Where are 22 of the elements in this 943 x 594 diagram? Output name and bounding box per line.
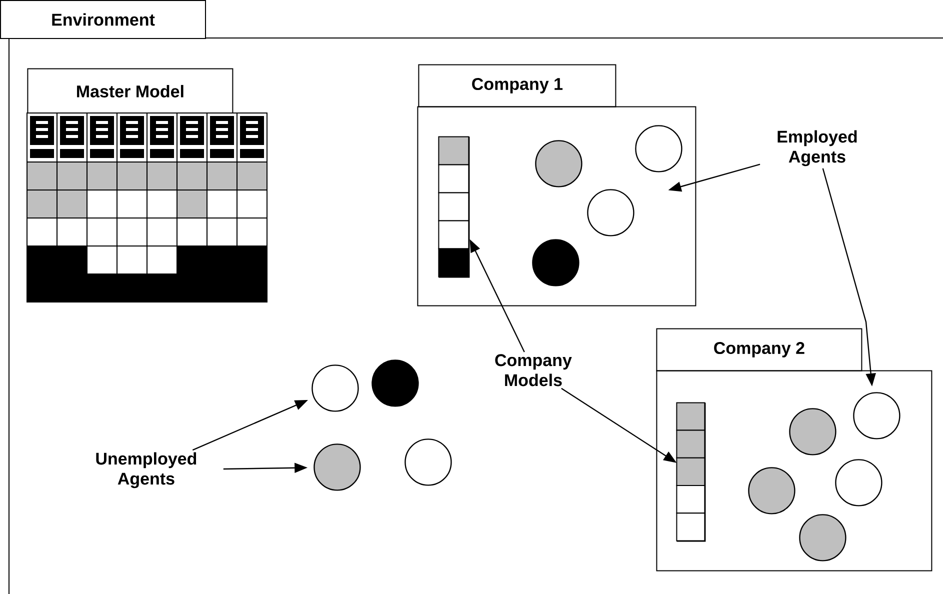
- company-box: [417, 106, 696, 306]
- annotation-text: Company Models: [495, 354, 572, 386]
- company-box: [656, 370, 932, 572]
- agent-circle: [635, 125, 682, 172]
- agent-circle: [835, 459, 882, 506]
- agent-circle: [853, 392, 900, 440]
- annotation-text: Employed Agents: [778, 130, 857, 166]
- agent-circle: [535, 140, 582, 188]
- agent-circle: [587, 189, 634, 236]
- agent-circle: [789, 408, 836, 456]
- agent-circle: [314, 444, 361, 491]
- model-stack: [438, 136, 470, 278]
- label-tab: Company 2: [656, 328, 862, 372]
- label-tab: Company 1: [418, 64, 616, 108]
- agent-circle: [532, 239, 580, 286]
- agent-circle: [404, 438, 452, 486]
- agent-circle: [312, 364, 359, 412]
- model-stack: [676, 402, 706, 542]
- agent-circle: [748, 467, 796, 514]
- agent-circle: [372, 360, 419, 407]
- annotation-text: Unemployed Agents: [96, 452, 196, 488]
- agent-circle: [799, 514, 846, 562]
